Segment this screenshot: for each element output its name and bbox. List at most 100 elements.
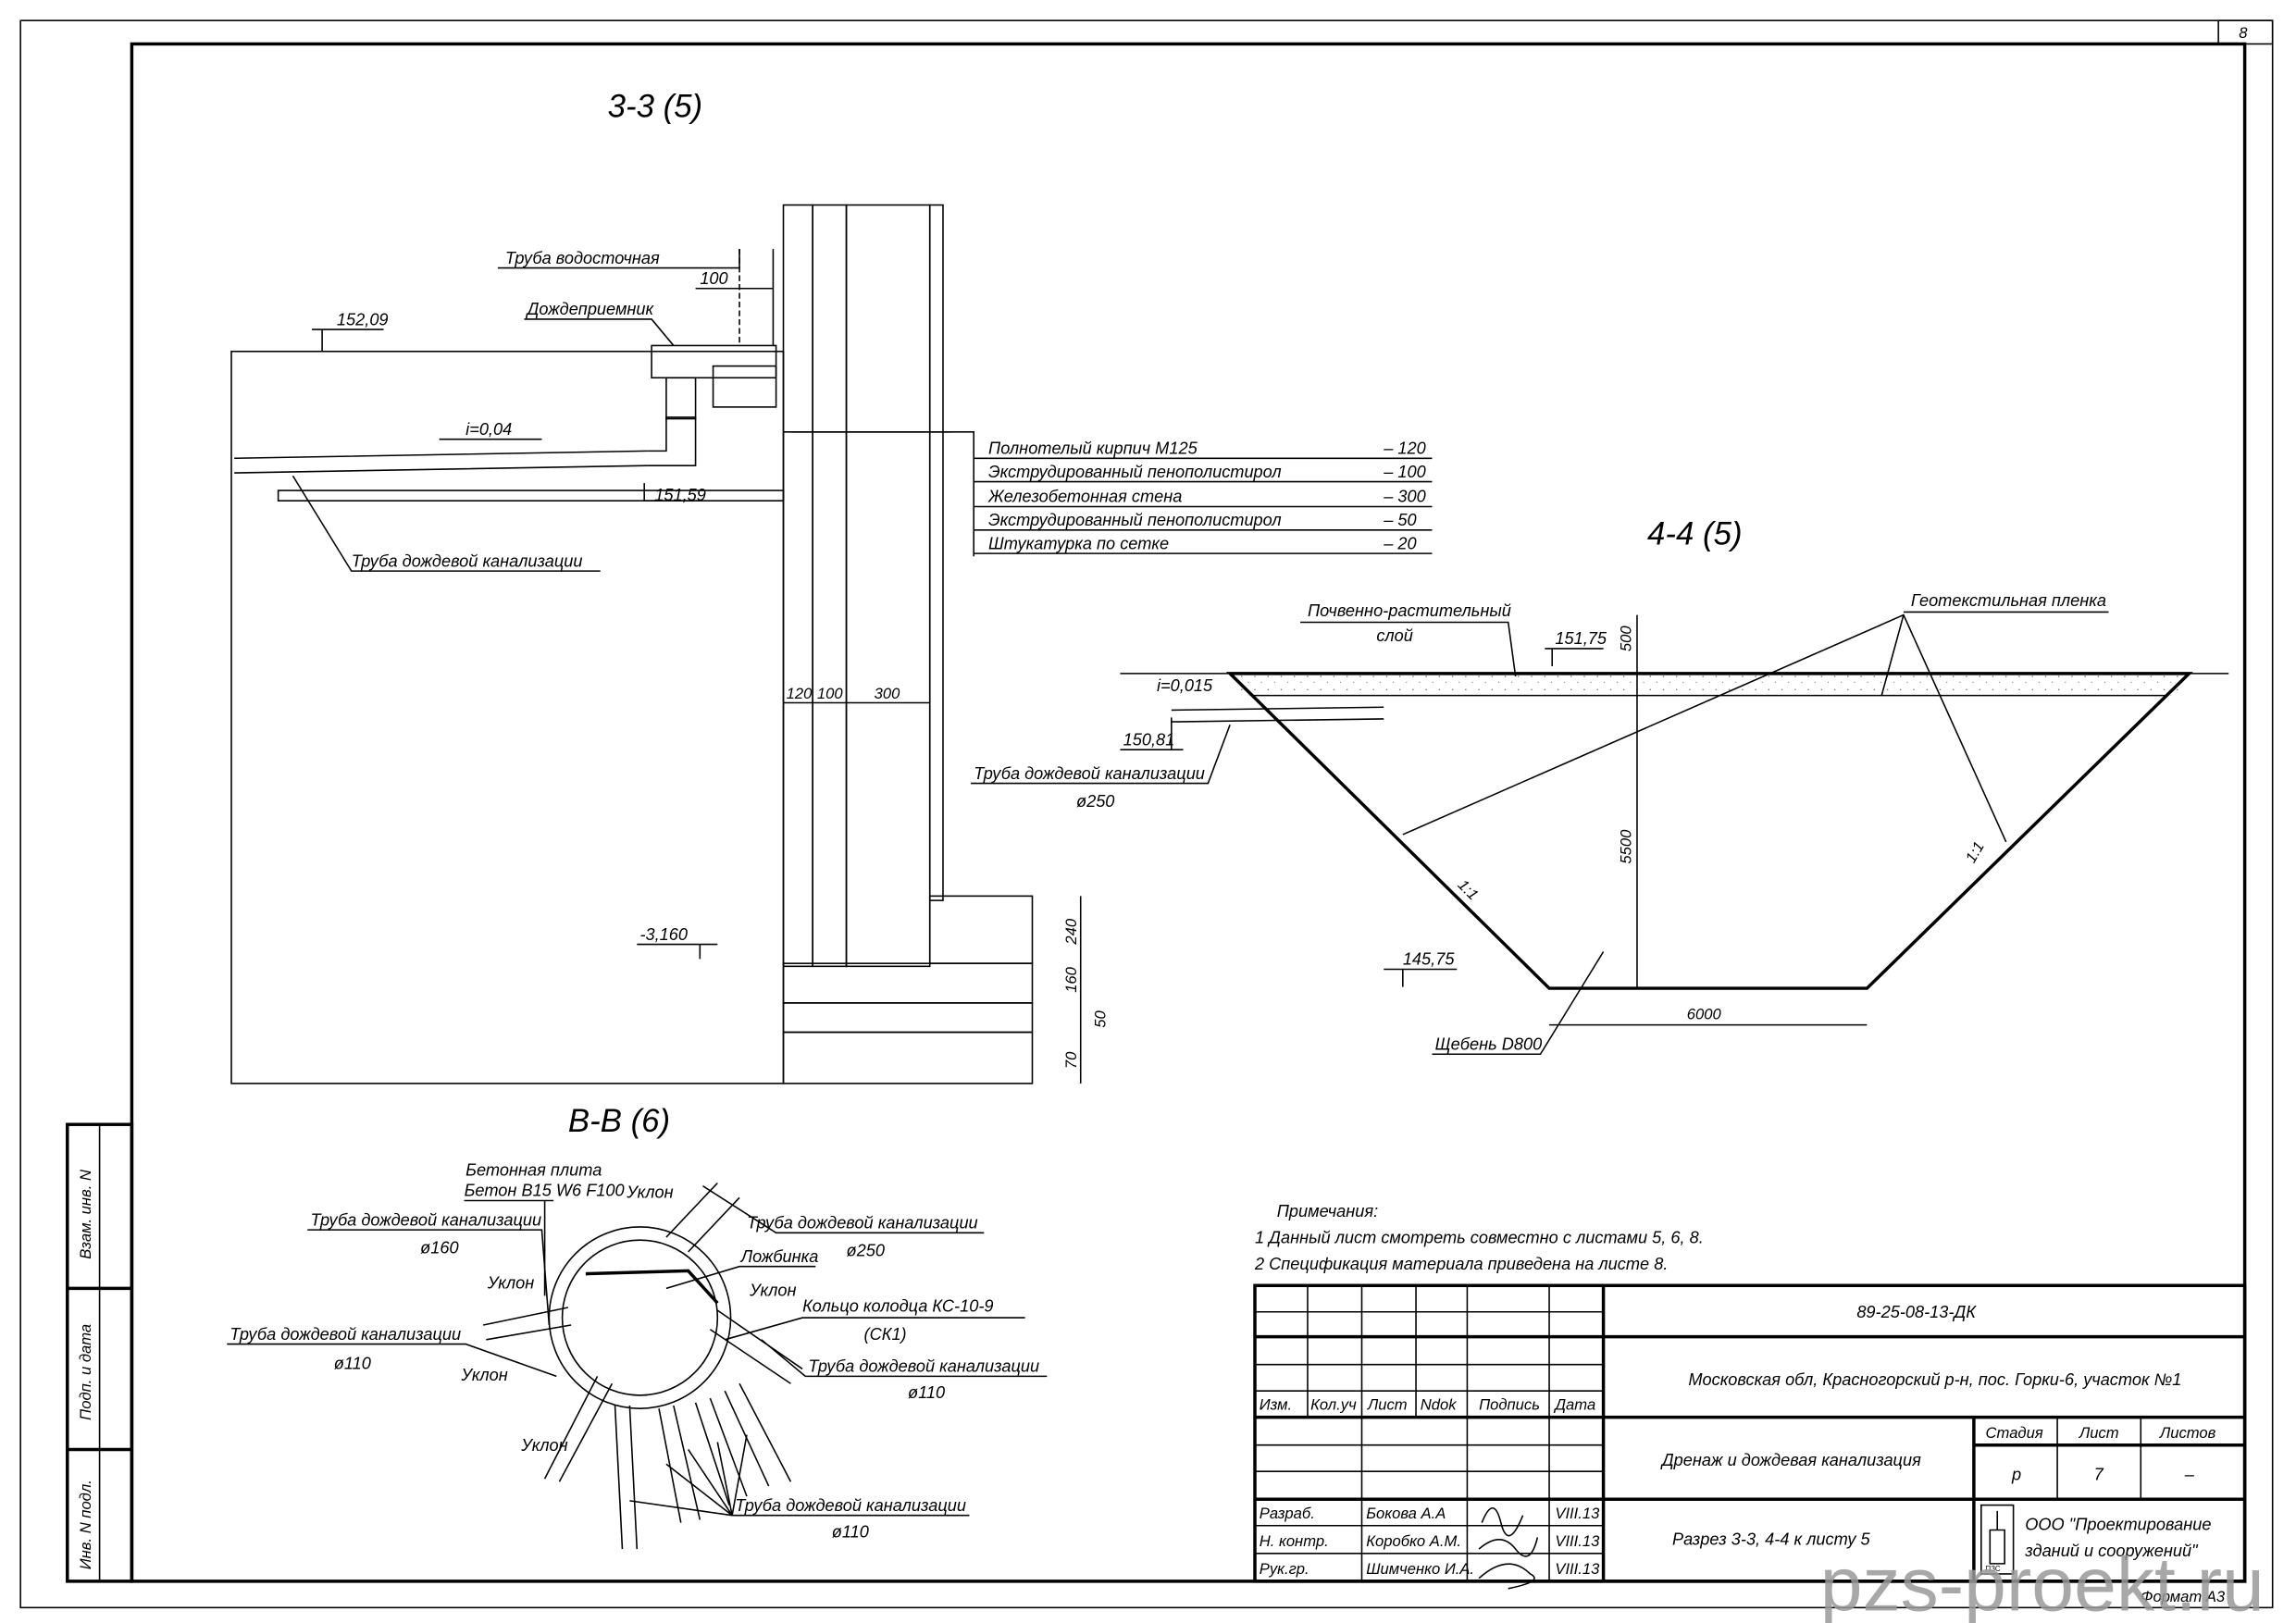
section-4-4: 4-4 (5) Почвенно-растительный слой 151,7…: [971, 516, 2229, 1056]
ground-level-mark: 152,09: [337, 310, 389, 328]
header-signature: Подпись: [1479, 1396, 1540, 1414]
slab-concrete-label: Бетон B15 W6 F100: [465, 1182, 625, 1200]
section-3-3-title: 3-3 (5): [608, 89, 703, 125]
sheet-number: 7: [2094, 1466, 2104, 1484]
project-address: Московская обл, Красногорский р-н, пос. …: [1688, 1370, 2181, 1389]
dim-depth: 5500: [1618, 829, 1635, 864]
header-count: Кол.уч: [1310, 1396, 1357, 1414]
section-4-4-title: 4-4 (5): [1647, 516, 1742, 552]
pipe-diameter-160: ø160: [420, 1238, 458, 1257]
sheet-header: Лист: [2079, 1424, 2119, 1442]
document-code: 89-25-08-13-ДК: [1856, 1303, 1977, 1321]
header-doc-number: Ndok: [1421, 1396, 1457, 1414]
stage-header: Стадия: [1986, 1424, 2043, 1442]
wall-dim: 100: [817, 685, 843, 702]
header-change: Изм.: [1260, 1396, 1292, 1414]
layer-name: Штукатурка по сетке: [988, 534, 1169, 552]
layer-thickness: – 300: [1383, 488, 1426, 506]
paper-format: Формат А3: [2141, 1588, 2226, 1605]
company-name: ООО "Проектирование: [2025, 1515, 2211, 1533]
sheet-corner-number: 8: [2239, 24, 2248, 42]
pipe-label: Труба дождевой канализации: [352, 551, 583, 570]
geotextile-label: Геотекстильная пленка: [1911, 591, 2106, 610]
floor-level-mark: -3,160: [639, 925, 688, 944]
slope-label: Уклон: [460, 1366, 507, 1384]
topsoil-label: Почвенно-растительный: [1308, 601, 1511, 620]
pipe-label-110-left: Труба дождевой канализации: [230, 1325, 461, 1344]
wall-dim: 120: [787, 685, 813, 702]
stamp-inv-original: Инв. N подл.: [77, 1480, 94, 1569]
pipe-label-110-right: Труба дождевой канализации: [808, 1357, 1039, 1376]
layer-thickness: – 20: [1383, 534, 1416, 552]
logo-text: ПЗС: [1986, 1565, 2001, 1573]
wall-dim: 300: [875, 685, 900, 702]
layer-thickness: – 100: [1383, 463, 1426, 481]
signer-role: Разраб.: [1260, 1505, 1315, 1522]
pipe-label-110-bottom: Труба дождевой канализации: [735, 1496, 966, 1515]
slope-label: Уклон: [626, 1183, 673, 1201]
downpipe-offset: 100: [700, 269, 727, 288]
sheet-corner-box: [2217, 19, 2274, 45]
project-title: Дренаж и дождевая канализация: [1660, 1451, 1921, 1469]
section-b-b: B-B (6) Бетонная плита Бетон B15 W6 F100…: [227, 1103, 1048, 1550]
section-3-3: 3-3 (5) Полнотелый кирпич М125 – 120: [230, 89, 1433, 1084]
notes-heading: Примечания:: [1277, 1202, 1378, 1220]
pipe-slope: i=0,015: [1157, 676, 1213, 695]
pipe-diameter-110-right: ø110: [908, 1383, 945, 1402]
slope-right: 1:1: [1962, 838, 1988, 865]
signer-date: VIII.13: [1555, 1505, 1600, 1522]
vertical-dim: 70: [1062, 1051, 1080, 1069]
signer-role: Н. контр.: [1260, 1532, 1329, 1550]
channel-label: Ложбинка: [740, 1247, 819, 1266]
outer-frame: [19, 19, 2274, 1609]
wall-layers-legend: Полнотелый кирпич М125 – 120 Экструдиров…: [974, 440, 1433, 554]
layer-thickness: – 120: [1383, 440, 1426, 458]
company-name-2: зданий и сооружений": [2024, 1542, 2199, 1560]
note-item: 1 Данный лист смотреть совместно с листа…: [1255, 1228, 1704, 1246]
gravel-label: Щебень D800: [1435, 1035, 1543, 1054]
signer-date: VIII.13: [1555, 1532, 1600, 1550]
ring-label: Кольцо колодца КС-10-9: [802, 1297, 993, 1316]
ground-level-mark: 151,75: [1555, 629, 1607, 648]
layer-name: Железобетонная стена: [987, 488, 1182, 506]
layer-thickness: – 50: [1383, 511, 1416, 529]
signer-name: Бокова А.А: [1366, 1505, 1446, 1522]
signer-role: Рук.гр.: [1260, 1560, 1309, 1578]
sheets-header: Листов: [2159, 1424, 2216, 1442]
topsoil-label-2: слой: [1376, 626, 1413, 645]
signer-date: VIII.13: [1555, 1560, 1600, 1578]
slope-label: Уклон: [487, 1273, 534, 1292]
note-item: 2 Спецификация материала приведена на ли…: [1254, 1255, 1668, 1273]
rain-inlet-label: Дождеприемник: [526, 300, 655, 318]
layer-name: Экструдированный пенополистирол: [988, 463, 1282, 481]
pipe-label-250: Труба дождевой канализации: [747, 1214, 978, 1233]
title-block: 89-25-08-13-ДК Московская обл, Красногор…: [1253, 1283, 2247, 1605]
pipe-label-160: Труба дождевой канализации: [310, 1210, 541, 1229]
stamp-replaced-inv: Взам. инв. N: [77, 1170, 94, 1259]
layer-name: Полнотелый кирпич М125: [988, 440, 1198, 458]
side-stamp: Взам. инв. N Подп. и дата Инв. N подл.: [66, 1122, 134, 1583]
company-logo: ПЗС: [1980, 1504, 2015, 1575]
stage-value: р: [2011, 1466, 2021, 1484]
vertical-dim: 160: [1062, 966, 1080, 992]
signature-scribble: [1478, 1506, 1539, 1590]
inner-frame: [130, 42, 2247, 1583]
bottom-level-mark: 145,75: [1403, 950, 1456, 969]
vertical-dim: 50: [1092, 1010, 1110, 1028]
header-sheet: Лист: [1367, 1396, 1408, 1414]
vertical-dim: 240: [1062, 918, 1080, 945]
notes: Примечания: 1 Данный лист смотреть совме…: [1254, 1202, 1704, 1273]
stamp-sign-date: Подп. и дата: [77, 1324, 94, 1420]
sheets-total: –: [2184, 1466, 2195, 1484]
pipe-level-mark: 150,81: [1123, 730, 1175, 749]
pipe-diameter-250: ø250: [847, 1242, 885, 1260]
dim-top: 500: [1618, 626, 1635, 651]
sheet-title: Разрез 3-3, 4-4 к листу 5: [1672, 1530, 1871, 1548]
signer-name: Шимченко И.А.: [1366, 1560, 1474, 1578]
dim-width: 6000: [1687, 1005, 1722, 1022]
section-b-b-title: B-B (6): [568, 1103, 670, 1139]
watermark: pzs-proekt.ru: [1820, 1543, 2265, 1623]
slope-label: Уклон: [749, 1281, 796, 1299]
pipe-level-mark: 151,59: [654, 486, 706, 504]
